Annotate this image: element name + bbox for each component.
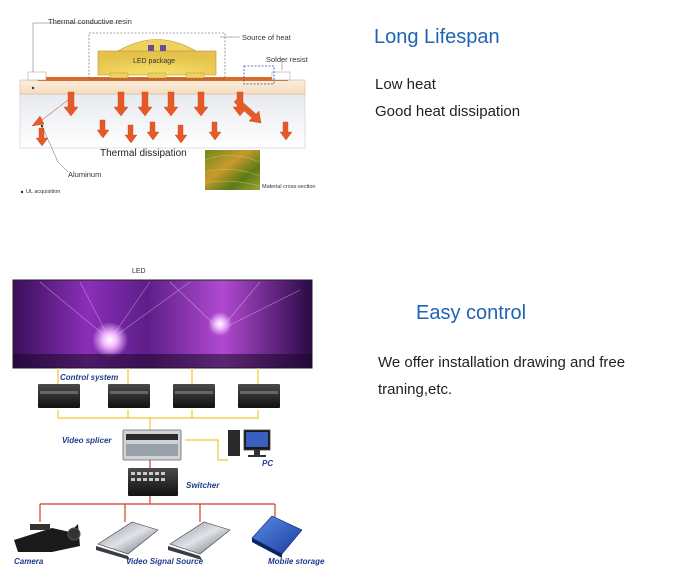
- control-diagram-graphic: [12, 279, 313, 560]
- pc-label: PC: [262, 459, 274, 468]
- heat-dissipation-text: Good heat dissipation: [375, 103, 521, 120]
- heat-arrows: [31, 91, 293, 147]
- switcher-label: Switcher: [186, 481, 220, 490]
- thermal-dissipation-label: Thermal dissipation: [100, 148, 187, 159]
- installation-text: We offer installation drawing and free: [378, 354, 626, 371]
- thermal-resin-label: Thermal conductive resin: [48, 17, 132, 26]
- thermal-diagram: Thermal conductive resin Source of heat …: [0, 0, 340, 200]
- mobile-storage-label: Mobile storage: [268, 557, 325, 566]
- long-lifespan-heading: Long Lifespan: [374, 26, 500, 48]
- ul-acquisition-label: UL acquisition: [26, 189, 61, 195]
- low-heat-text: Low heat: [375, 76, 436, 93]
- aluminum-label: Aluminum: [68, 170, 102, 179]
- video-signal-source-label: Video Signal Source: [126, 557, 204, 566]
- easy-control-heading: Easy control: [416, 302, 527, 324]
- led-package-label: LED package: [133, 58, 176, 65]
- control-system-label: Control system: [60, 373, 119, 382]
- training-text: traning,etc.: [378, 381, 453, 398]
- thermal-diagram-graphic: [19, 22, 306, 194]
- material-cross-section-label: Material cross-section: [262, 184, 316, 190]
- control-diagram: LED Control system Video splicer PC Swit…: [0, 260, 340, 582]
- source-heat-label: Source of heat: [242, 33, 291, 42]
- solder-resist-label: Solder resist: [266, 55, 308, 64]
- camera-label: Camera: [14, 557, 44, 566]
- led-label: LED: [132, 268, 146, 275]
- video-splicer-label: Video splicer: [62, 436, 112, 445]
